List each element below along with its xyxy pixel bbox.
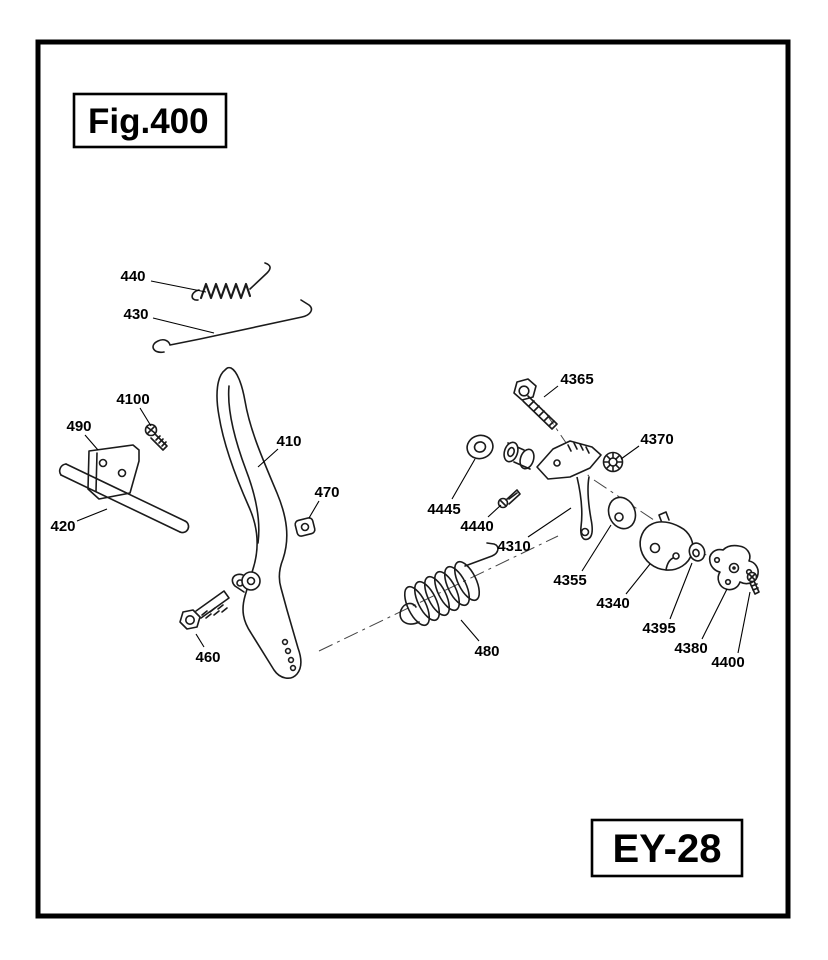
part-4340-cam (639, 511, 694, 571)
part-label-4355: 4355 (553, 572, 586, 589)
leader-line-4310 (527, 507, 572, 538)
part-4370-nut (602, 451, 624, 473)
part-490-bracket (87, 444, 140, 500)
part-label-4365: 4365 (560, 371, 593, 388)
leader-line-470 (308, 500, 320, 519)
part-label-440: 440 (120, 268, 145, 285)
part-label-4310: 4310 (497, 538, 530, 555)
part-label-4395: 4395 (642, 620, 675, 637)
part-label-420: 420 (50, 518, 75, 535)
part-4395-washer (688, 542, 706, 562)
center-lines (318, 411, 758, 652)
leader-line-4370 (620, 445, 640, 460)
part-label-490: 490 (66, 418, 91, 435)
part-label-4380: 4380 (674, 640, 707, 657)
part-4440-screw (497, 489, 521, 509)
figure-title: Fig.400 (88, 102, 209, 141)
labels-layer: 440 430 4100 490 410 470 420 460 480 4365 4370 4445… (50, 268, 751, 671)
part-label-4370: 4370 (640, 431, 673, 448)
model-border (590, 818, 744, 878)
part-label-4445: 4445 (427, 501, 460, 518)
model-label: EY-28 (613, 827, 722, 871)
leader-line-460 (195, 633, 205, 648)
leader-line-4100 (139, 407, 152, 427)
leader-line-4365 (543, 385, 559, 398)
figure-title-box: Fig.400 (72, 92, 228, 149)
part-460-bolt (179, 590, 230, 630)
part-label-410: 410 (276, 433, 301, 450)
part-4355-disc (607, 496, 637, 530)
leader-line-490 (84, 434, 99, 451)
part-label-4100: 4100 (116, 391, 149, 408)
part-4310-sleeve (503, 441, 535, 470)
part-4445-washer (466, 434, 494, 460)
part-470-nut (294, 517, 316, 537)
part-4380-plate (708, 544, 759, 591)
part-label-4440: 4440 (460, 518, 493, 535)
leader-line-480 (460, 619, 480, 642)
part-440-spring (191, 262, 271, 301)
part-4365-bolt (513, 378, 558, 430)
leader-line-4355 (581, 524, 612, 572)
part-4310-bracket (536, 440, 602, 541)
part-label-430: 430 (123, 306, 148, 323)
leader-line-440 (150, 280, 207, 293)
part-410-lever (216, 366, 302, 679)
leader-line-4380 (701, 588, 728, 640)
leader-line-4395 (669, 562, 693, 620)
diagram-frame (35, 39, 791, 919)
leader-line-410 (257, 448, 279, 468)
part-4400-screw (746, 571, 760, 595)
part-label-480: 480 (474, 643, 499, 660)
part-label-4340: 4340 (596, 595, 629, 612)
figure-title-border (72, 92, 228, 149)
leader-line-4340 (625, 563, 651, 595)
part-4100-screw (144, 423, 168, 451)
leader-line-4445 (451, 458, 476, 500)
leader-line-430 (152, 317, 215, 334)
part-label-470: 470 (314, 484, 339, 501)
part-430-rod (152, 299, 313, 354)
part-420-shaft (58, 463, 190, 534)
leader-line-420 (76, 508, 108, 522)
model-box: EY-28 (590, 818, 744, 878)
part-label-460: 460 (195, 649, 220, 666)
leader-line-4400 (737, 591, 751, 654)
part-label-4400: 4400 (711, 654, 744, 671)
leader-line-4440 (487, 504, 502, 518)
part-480-spring (399, 542, 499, 627)
